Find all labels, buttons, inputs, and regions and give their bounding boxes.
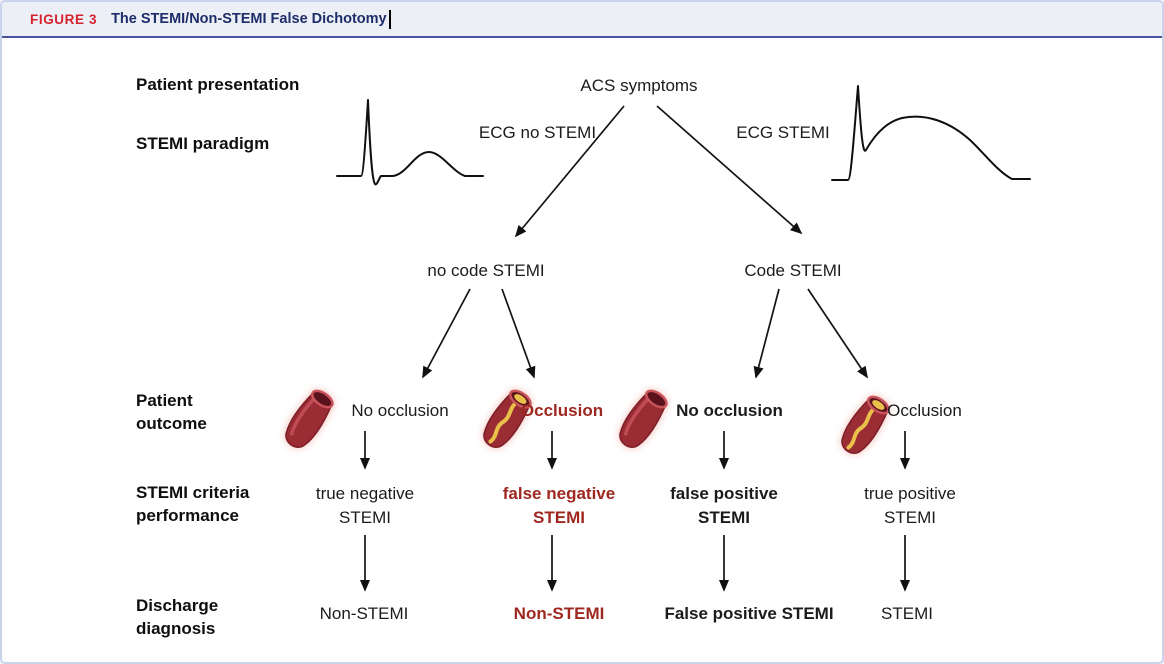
artery-icon-occluded-2 xyxy=(841,395,890,454)
row-label-patient-presentation: Patient presentation xyxy=(136,75,300,94)
outcome-no-occlusion-1: No occlusion xyxy=(351,401,449,420)
outcome-occlusion-2: Occlusion xyxy=(887,401,962,420)
arrow-code-to-no-occlusion xyxy=(753,288,780,379)
diagnosis-false-positive-stemi: False positive STEMI xyxy=(664,604,834,623)
outcome-occlusion-1: Occlusion xyxy=(520,401,604,420)
row-label-stemi-criteria-performance: STEMI criteria performance xyxy=(136,483,250,525)
row-label-discharge-diagnosis: Discharge diagnosis xyxy=(136,596,219,638)
node-code-stemi: Code STEMI xyxy=(744,261,842,280)
arrow-nocode-to-occlusion xyxy=(501,288,536,379)
ecg-trace-stemi xyxy=(831,85,1031,181)
criteria-true-negative-stemi: true negative STEMI xyxy=(315,484,415,527)
label-ecg-stemi: ECG STEMI xyxy=(736,123,830,142)
outcome-no-occlusion-2: No occlusion xyxy=(676,401,783,420)
diagnosis-non-stemi-2: Non-STEMI xyxy=(513,604,605,623)
figure-title[interactable]: The STEMI/Non-STEMI False Dichotomy xyxy=(111,11,387,27)
figure-label: FIGURE 3 xyxy=(30,11,98,27)
artery-icon-occluded-1 xyxy=(483,389,532,448)
criteria-false-positive-stemi: false positive STEMI xyxy=(670,484,778,527)
label-ecg-no-stemi: ECG no STEMI xyxy=(478,123,597,142)
ecg-trace-no-stemi xyxy=(336,99,484,186)
artery-icon-no-occlusion-2 xyxy=(619,389,668,448)
node-acs-symptoms: ACS symptoms xyxy=(580,76,698,95)
row-label-patient-outcome: Patient outcome xyxy=(136,391,207,433)
criteria-true-positive-stemi: true positive STEMI xyxy=(864,484,956,527)
arrow-nocode-to-no-occlusion xyxy=(422,288,471,379)
diagnosis-stemi: STEMI xyxy=(881,604,933,623)
figure-header: FIGURE 3 The STEMI/Non-STEMI False Dicho… xyxy=(2,2,1162,38)
criteria-false-negative-stemi: false negative STEMI xyxy=(502,484,616,527)
row-label-stemi-paradigm: STEMI paradigm xyxy=(136,134,270,153)
node-no-code-stemi: no code STEMI xyxy=(427,261,545,280)
arrow-code-to-occlusion xyxy=(807,288,868,379)
artery-icon-no-occlusion-1 xyxy=(285,389,334,448)
diagnosis-non-stemi-1: Non-STEMI xyxy=(319,604,409,623)
text-cursor xyxy=(388,9,391,29)
